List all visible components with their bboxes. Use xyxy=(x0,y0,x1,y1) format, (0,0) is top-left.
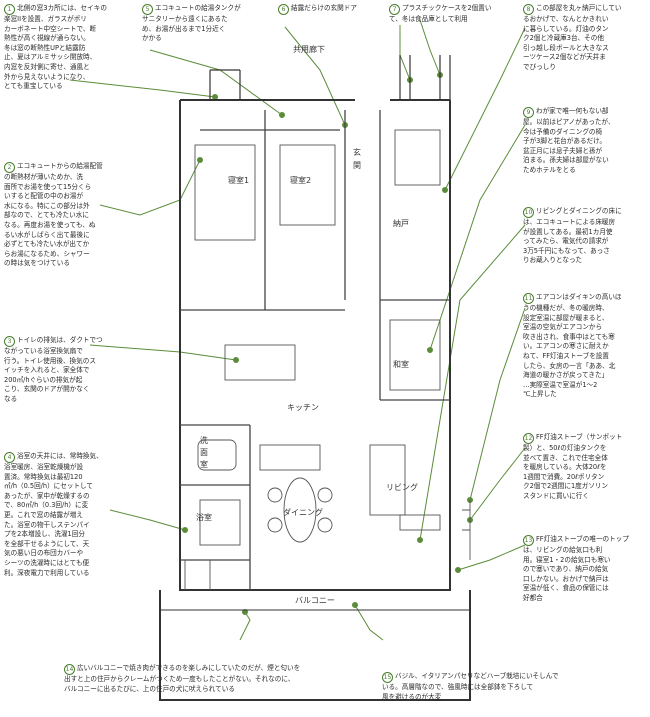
room-label-shinshitsu2: 寝室2 xyxy=(290,175,311,185)
note-text: トイレの排気は、ダクトでつ ながっている浴室換気扇で 行う。トイレ使用後、換気の… xyxy=(4,336,103,403)
room-label-dining: ダイニング xyxy=(283,507,323,517)
note-text: エコキュートの給湯タンクが サニタリーから遠くにあるた め、お湯が出るまで1分近… xyxy=(142,4,241,43)
note-text: リビングとダイニングの床に は、エコキュートによる床暖房 が設置してある。最初1… xyxy=(523,207,622,265)
note-number: 13 xyxy=(523,535,534,546)
note-text: この部屋を丸ヶ納戸にしてい るおかげで、なんとかきれい に暮らしている。灯油のタ… xyxy=(523,4,622,71)
note-number: 8 xyxy=(523,4,534,15)
note-text: 広いバルコニーで焼き肉ができるのを楽しみにしていたのだが、煙と匂いを 出すと上の… xyxy=(64,664,301,693)
svg-text:面: 面 xyxy=(200,448,208,457)
note-number: 6 xyxy=(278,4,289,15)
svg-text:洗: 洗 xyxy=(200,435,208,445)
note-text: FF灯油ストーブの唯一のトップ は、リビングの給気口も利 用。寝室1・2の給気口… xyxy=(523,535,629,602)
svg-text:玄: 玄 xyxy=(353,147,361,157)
room-label-balcony: バルコニー xyxy=(295,596,335,605)
room-label-senmenshitsu: 洗 面 室 xyxy=(200,435,208,469)
note-number: 7 xyxy=(389,4,400,15)
note-text: エアコンはダイキンの高いほ うの機種だが、冬の暖房時、 設定室温に部屋が暖まると… xyxy=(523,293,622,399)
note-number: 4 xyxy=(4,452,15,463)
note-text: 浴室の天井には、常時換気、 浴室暖房、浴室乾燥機が設 置済。常時換気は最初120… xyxy=(4,452,103,577)
note-number: 10 xyxy=(523,207,534,218)
furniture xyxy=(184,129,471,590)
svg-text:室: 室 xyxy=(200,459,208,469)
note-number: 9 xyxy=(523,107,534,118)
note-text: 結露だらけの玄関ドア xyxy=(291,4,357,12)
room-label-nando: 納戸 xyxy=(393,218,409,228)
room-label-living: リビング xyxy=(386,482,418,492)
note-text: わが家で唯一何もない部 屋。以前はピアノがあったが、 今は予備のダイニングの椅 … xyxy=(523,107,615,174)
note-number: 12 xyxy=(523,433,534,444)
room-label-kitchen: キッチン xyxy=(287,403,319,412)
note-text: FF灯油ストーブ（サンポット 製）と、50ℓの灯油タンクを 並べて置き、これで住… xyxy=(523,433,623,500)
note-number: 14 xyxy=(64,664,75,675)
room-label-kyoyo-roka: 共用廊下 xyxy=(293,44,325,54)
room-label-shinshitsu1: 寝室1 xyxy=(228,175,249,185)
leader-lines xyxy=(69,19,526,641)
note-text: エコキュートからの給湯配管 の断熱材が薄いためか、洗 面所でお湯を使って15分く… xyxy=(4,162,103,268)
walls xyxy=(159,55,471,701)
room-label-washitsu: 和室 xyxy=(393,359,409,369)
note-number: 5 xyxy=(142,4,153,15)
note-number: 1 xyxy=(4,4,15,15)
room-label-yokushitsu: 浴室 xyxy=(196,512,212,522)
note-text: プラスチックケースを2個置い て、冬は食品庫として利用 xyxy=(389,4,492,23)
partitions xyxy=(180,110,450,590)
note-number: 11 xyxy=(523,293,534,304)
note-number: 2 xyxy=(4,162,15,173)
svg-text:関: 関 xyxy=(353,161,361,170)
note-text: バジル、イタリアンパセリなどハーブ栽培にいそしんで いる。高層階なので、強風時に… xyxy=(382,672,559,701)
note-number: 15 xyxy=(382,672,393,683)
room-label-genkan: 玄 関 xyxy=(353,147,361,170)
note-text: 北側の窓3カ所には、セイキの 楽窓IIを設置、ガラスがポリ カーボネート中空シー… xyxy=(4,4,107,91)
note-number: 3 xyxy=(4,336,15,347)
